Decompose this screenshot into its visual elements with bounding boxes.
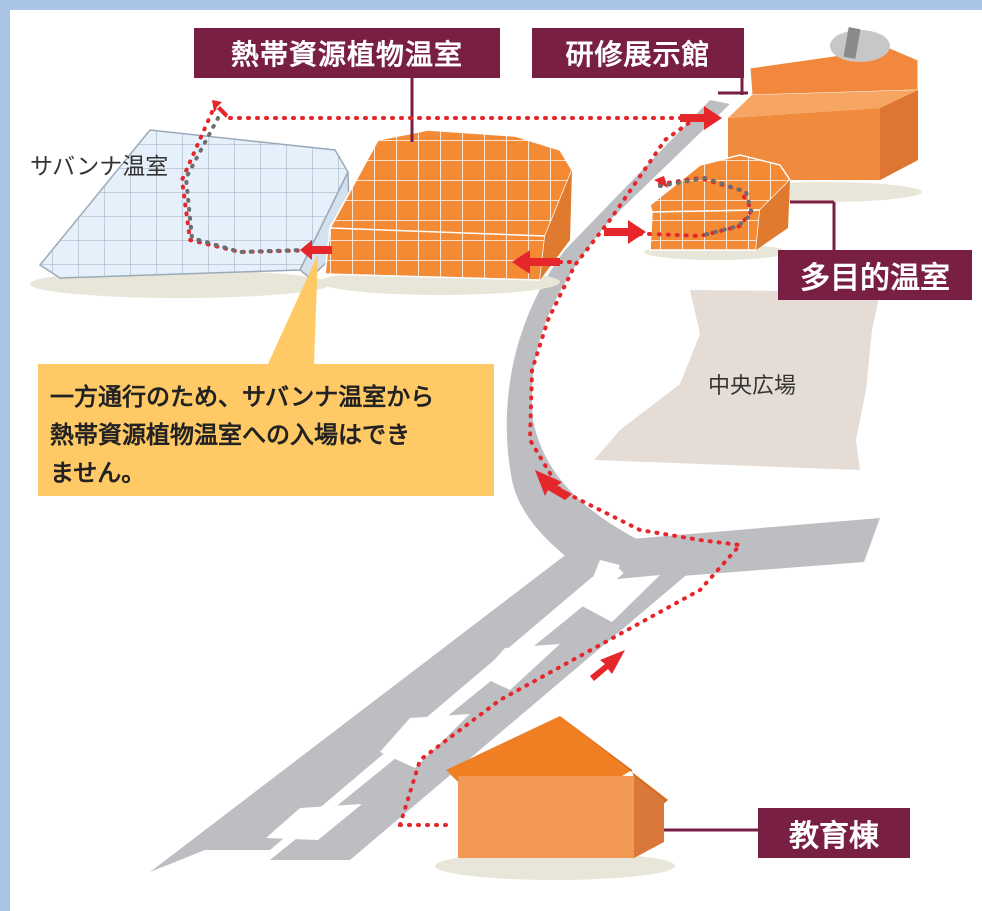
education-building [435,716,675,880]
savanna-greenhouse [30,129,351,298]
label-education-building: 教育棟 [758,808,910,858]
route-arrows [212,100,722,681]
multipurpose-greenhouse [644,154,791,260]
label-connectors [410,70,836,832]
label-training-hall: 研修展示館 [532,28,744,78]
label-tropical-greenhouse: 熱帯資源植物温室 [194,28,500,78]
notice-line-3: ません。 [50,459,146,487]
label-savanna-greenhouse: サバンナ温室 [30,154,169,180]
label-central-plaza: 中央広場 [708,374,797,399]
tropical-greenhouse [320,129,573,295]
callout-pointer [268,254,318,364]
central-plaza-area [594,290,880,470]
road-gaps [266,575,660,840]
label-multipurpose-greenhouse: 多目的温室 [778,250,972,300]
notice-line-2: 熱帯資源植物温室への入場はでき [50,421,410,449]
notice-line-1: 一方通行のため、サバンナ温室から [50,383,435,411]
route-gray-loop [183,116,755,255]
one-way-notice: 一方通行のため、サバンナ温室から 熱帯資源植物温室への入場はでき ません。 [38,364,494,496]
